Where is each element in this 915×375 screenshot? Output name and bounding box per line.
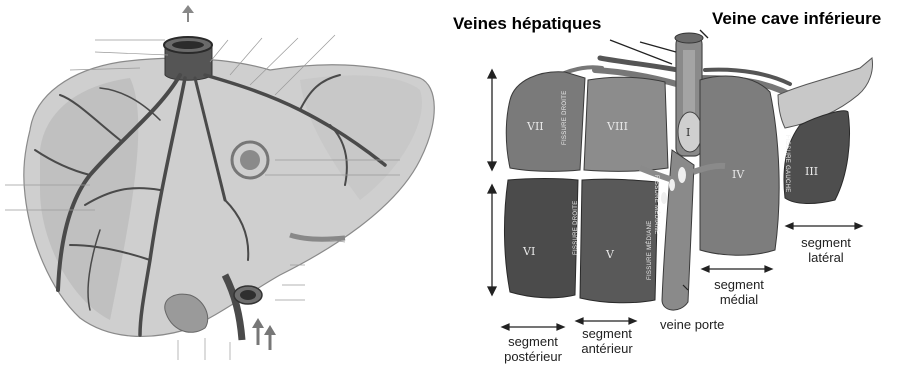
segment-anterior-label: segment antérieur [571, 326, 643, 356]
ivc-lumen [172, 41, 204, 49]
label-segment-viii: VIII [606, 120, 628, 133]
label-segment-i: I [686, 126, 690, 139]
segment-medial-line1: segment [703, 277, 775, 292]
hepatic-vein-pointer-2 [640, 42, 676, 52]
label-segment-iv: IV [732, 168, 745, 181]
portal-highlight-1 [678, 167, 686, 183]
left-liver-drawing [5, 5, 434, 360]
segment-vii [506, 72, 585, 172]
caudate-core [240, 150, 260, 170]
ivc-top-opening [675, 33, 703, 43]
segment-lateral-line2: latéral [790, 250, 862, 265]
segment-anterior-line2: antérieur [571, 341, 643, 356]
top-arrow-head [182, 5, 194, 13]
segment-posterior-line2: postérieur [494, 349, 572, 364]
bottom-arrow-1-head [252, 318, 264, 328]
label-segment-v: V [605, 248, 615, 261]
ivc-title: Veine cave inférieure [712, 9, 881, 29]
segment-medial-line2: médial [703, 292, 775, 307]
label-segment-vi: VI [522, 245, 535, 258]
right-segment-drawing: VII VIII I IV III VI V FISSURE DROITE FI… [488, 30, 872, 330]
fissure-right-upper: FISSURE DROITE [562, 90, 568, 145]
portal-lumen [240, 290, 256, 300]
hepatic-veins-title: Veines hépatiques [453, 14, 601, 34]
label-segment-iii: III [805, 165, 818, 178]
portal-highlight-3 [661, 192, 667, 204]
portal-highlight-2 [669, 179, 675, 191]
fissure-left: FISSURE GAUCHE [784, 135, 790, 193]
portal-vein-right [662, 150, 694, 310]
segment-medial-label: segment médial [703, 277, 775, 307]
fissure-right-lower: FISSURE DROITE [573, 200, 579, 255]
height-arrows [488, 70, 496, 295]
fissure-middle-lower: FISSURE MÉDIANE [646, 220, 653, 280]
segment-anterior-line1: segment [571, 326, 643, 341]
fissure-middle-upper: FISSURE MÉDIANE [653, 175, 660, 235]
bottom-arrow-2-head [264, 325, 276, 335]
segment-lateral-line1: segment [790, 235, 862, 250]
segment-vi [504, 179, 578, 298]
segment-posterior-label: segment postérieur [494, 334, 572, 364]
portal-vein-label: veine porte [660, 317, 724, 332]
segment-lateral-label: segment latéral [790, 235, 862, 265]
segment-posterior-line1: segment [494, 334, 572, 349]
label-segment-vii: VII [526, 120, 544, 133]
